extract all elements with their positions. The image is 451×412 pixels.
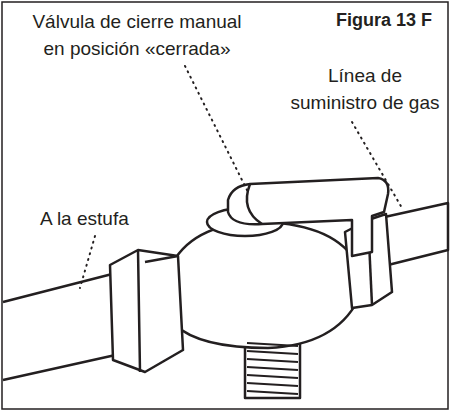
valve-body — [170, 222, 358, 348]
thread-line — [247, 383, 298, 386]
left-nut-face — [138, 250, 178, 372]
leader-line — [80, 236, 95, 288]
leader-line — [185, 66, 248, 192]
handle-lever — [228, 178, 388, 256]
thread-line — [247, 375, 298, 378]
frame — [2, 2, 448, 409]
stove-label: A la estufa — [40, 205, 170, 232]
supply-line-label: Línea de suministro de gas — [285, 62, 445, 116]
leader-line — [352, 122, 402, 208]
thread-line — [247, 351, 298, 354]
left-nut — [110, 250, 183, 372]
thread-line — [247, 391, 298, 394]
left-pipe — [3, 272, 120, 380]
thread-line — [247, 343, 298, 346]
figure-title: Figura 13 F — [336, 10, 432, 31]
valve-label: Válvula de cierre manual en posición «ce… — [22, 8, 252, 62]
handle-curve — [247, 184, 262, 224]
thread-line — [247, 359, 298, 362]
thread-line — [247, 367, 298, 370]
